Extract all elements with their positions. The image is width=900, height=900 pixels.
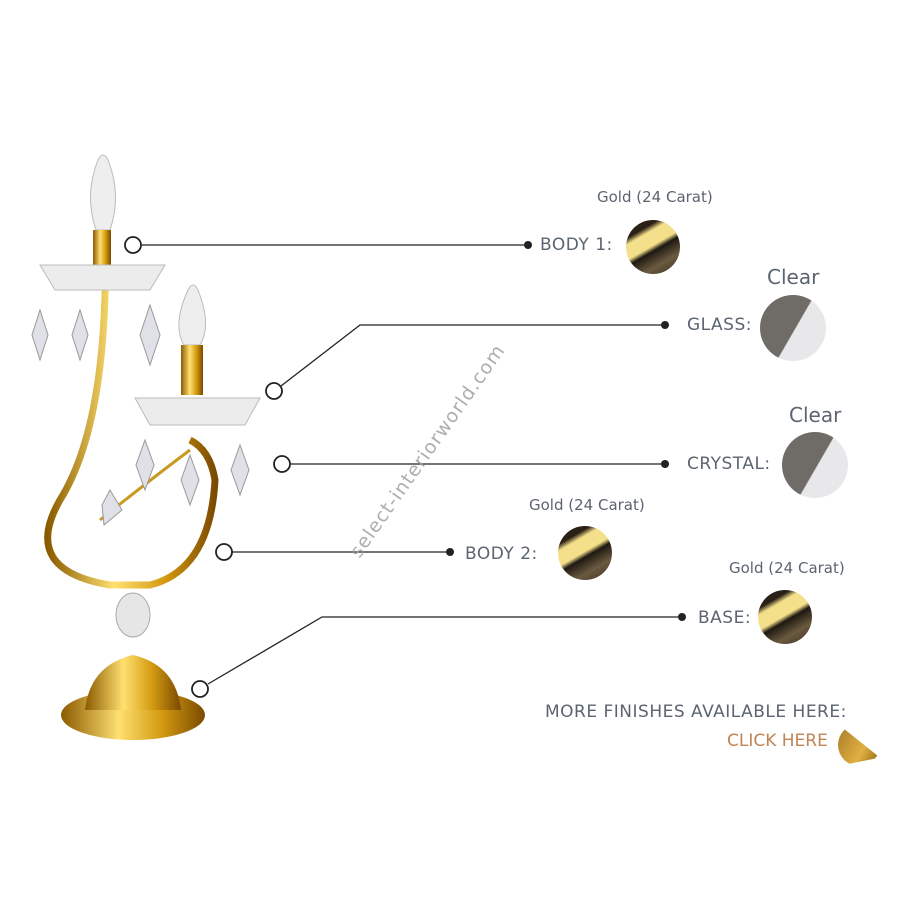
body1-finish: Gold (24 Carat) xyxy=(597,188,713,206)
body1-label: BODY 1: xyxy=(540,235,613,255)
body2-label: BODY 2: xyxy=(465,544,538,564)
body2-finish: Gold (24 Carat) xyxy=(529,496,645,514)
body1-swatch[interactable] xyxy=(626,220,680,274)
crystal-finish: Clear xyxy=(789,403,842,427)
crystal-swatch[interactable] xyxy=(782,432,848,498)
more-finishes-text: MORE FINISHES AVAILABLE HERE: xyxy=(545,702,847,722)
glass-finish: Clear xyxy=(767,265,820,289)
base-finish: Gold (24 Carat) xyxy=(729,559,845,577)
base-label: BASE: xyxy=(698,608,752,628)
body2-swatch[interactable] xyxy=(558,526,612,580)
crystal-label: CRYSTAL: xyxy=(687,454,771,474)
base-swatch[interactable] xyxy=(758,590,812,644)
click-here-link[interactable]: CLICK HERE xyxy=(727,731,828,751)
glass-swatch[interactable] xyxy=(760,295,826,361)
glass-label: GLASS: xyxy=(687,315,752,335)
